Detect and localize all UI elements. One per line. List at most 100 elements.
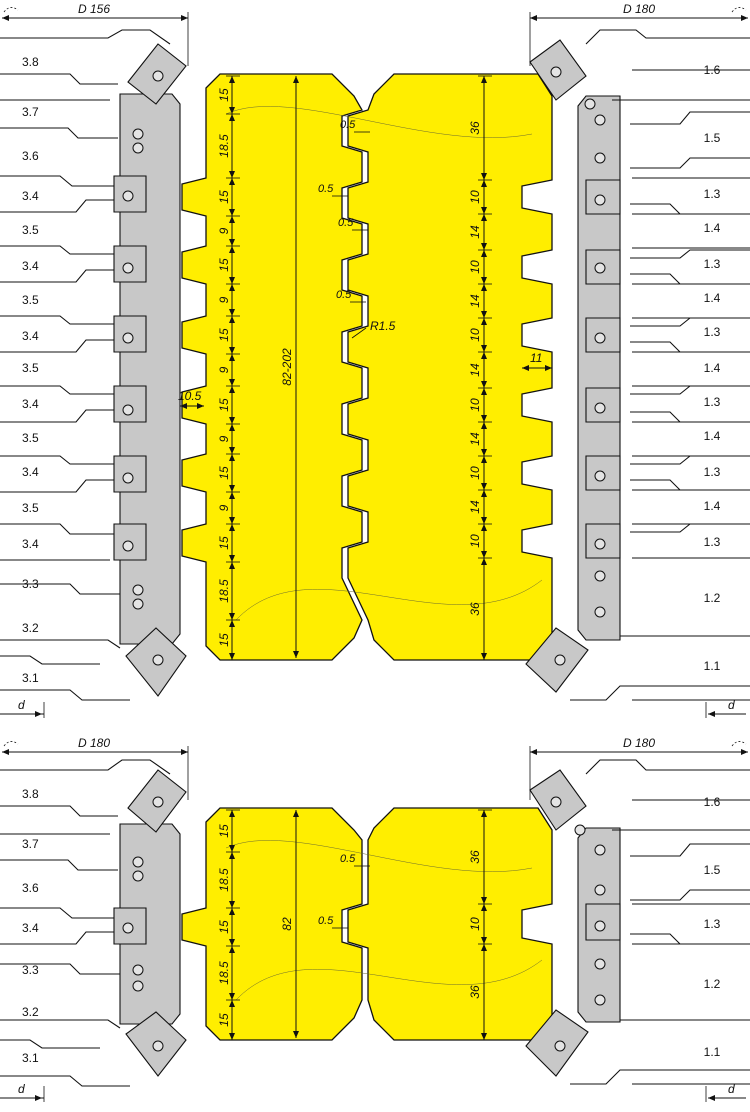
screw-hole bbox=[594, 152, 606, 164]
right-cutter-body bbox=[577, 95, 621, 641]
right-dimension-text: 36 bbox=[468, 985, 482, 999]
right-dimension-text: 10 bbox=[468, 917, 482, 931]
screw-hole bbox=[594, 114, 606, 126]
left-diameter-text: D 156 bbox=[78, 2, 110, 16]
screw-hole bbox=[594, 262, 606, 274]
right-dimension-text: 14 bbox=[468, 500, 482, 514]
tooth-width-text: 10.5 bbox=[178, 389, 202, 403]
left-cutter-label: 3.4 bbox=[22, 259, 39, 273]
screw-hole bbox=[594, 920, 606, 932]
left-dimension-text: 18.5 bbox=[217, 961, 231, 985]
clearance-dimension-text: 0.5 bbox=[340, 119, 356, 131]
left-dimension-text: 15 bbox=[217, 88, 231, 102]
left-dimension-text: 18.5 bbox=[217, 579, 231, 603]
screw-hole bbox=[550, 796, 562, 808]
wood-grain-line bbox=[225, 840, 533, 872]
left-cutter-body bbox=[119, 93, 181, 645]
right-offset-text: d bbox=[728, 698, 735, 712]
clearance-dimension-text: 0.5 bbox=[318, 183, 334, 195]
screw-hole bbox=[594, 844, 606, 856]
screw-hole bbox=[594, 332, 606, 344]
right-dimension-text: 10 bbox=[468, 534, 482, 548]
right-dimension-text: 14 bbox=[468, 432, 482, 446]
right-cutter-label: 1.3 bbox=[704, 917, 721, 931]
left-cutter-label: 3.4 bbox=[22, 921, 39, 935]
screw-hole bbox=[122, 540, 134, 552]
right-cutter-label: 1.2 bbox=[704, 977, 721, 991]
screw-hole bbox=[122, 262, 134, 274]
right-spindle-outline bbox=[570, 759, 750, 1085]
right-cutter-label: 1.3 bbox=[704, 535, 721, 549]
left-cutter-label: 3.4 bbox=[22, 329, 39, 343]
left-diameter-text: D 180 bbox=[78, 736, 110, 750]
left-cutter-label: 3.4 bbox=[22, 189, 39, 203]
left-dimension-text: 9 bbox=[217, 504, 231, 511]
right-cutter-label: 1.4 bbox=[704, 291, 721, 305]
screw-hole bbox=[152, 70, 164, 82]
panel_bottom bbox=[0, 741, 750, 1101]
wood-grain-line bbox=[235, 959, 543, 1001]
right-dimension-text: 36 bbox=[468, 602, 482, 616]
screw-hole bbox=[554, 1040, 566, 1052]
left-dimension-text: 15 bbox=[217, 398, 231, 412]
screw-hole bbox=[122, 472, 134, 484]
screw-hole bbox=[122, 332, 134, 344]
panel_top bbox=[0, 7, 750, 717]
screw-hole bbox=[550, 66, 562, 78]
left-cutter-label: 3.5 bbox=[22, 293, 39, 307]
left-spindle-outline bbox=[0, 759, 171, 1087]
left-cutter-label: 3.6 bbox=[22, 149, 39, 163]
screw-hole bbox=[574, 824, 586, 836]
left-cutter-label: 3.4 bbox=[22, 537, 39, 551]
screw-hole bbox=[594, 538, 606, 550]
wood-grain-line bbox=[225, 106, 533, 138]
left-dimension-text: 18.5 bbox=[217, 134, 231, 158]
screw-hole bbox=[152, 796, 164, 808]
right-dimension-text: 14 bbox=[468, 225, 482, 239]
screw-hole bbox=[554, 654, 566, 666]
left-dimension-text: 9 bbox=[217, 366, 231, 373]
right-dimension-text: 10 bbox=[468, 466, 482, 480]
left-cutter-label: 3.5 bbox=[22, 223, 39, 237]
screw-hole bbox=[584, 98, 596, 110]
left-offset-text: d bbox=[18, 698, 25, 712]
left-dimension-text: 9 bbox=[217, 296, 231, 303]
right-cutter-label: 1.2 bbox=[704, 591, 721, 605]
left-spindle-outline bbox=[0, 29, 171, 701]
left-cutter-label: 3.3 bbox=[22, 963, 39, 977]
right-dimension-text: 10 bbox=[468, 398, 482, 412]
clearance-dimension-text: 0.5 bbox=[336, 289, 352, 301]
screw-hole bbox=[132, 142, 144, 154]
clearance-dimension-text: 0.5 bbox=[338, 217, 354, 229]
screw-hole bbox=[594, 884, 606, 896]
workpiece-left-half bbox=[181, 73, 363, 661]
left-cutter-label: 3.2 bbox=[22, 621, 39, 635]
right-cutter-label: 1.1 bbox=[704, 1045, 721, 1059]
left-knife bbox=[113, 385, 147, 423]
rotation-arrow-icon bbox=[731, 7, 747, 13]
left-cutter-label: 3.4 bbox=[22, 465, 39, 479]
screw-hole bbox=[594, 402, 606, 414]
left-cutter-label: 3.5 bbox=[22, 501, 39, 515]
clearance-dimension-text: 0.5 bbox=[340, 853, 356, 865]
tooth-width-text: 11 bbox=[530, 351, 542, 365]
screw-hole bbox=[594, 194, 606, 206]
screw-hole bbox=[152, 654, 164, 666]
left-dimension-text: 9 bbox=[217, 227, 231, 234]
left-dimension-text: 15 bbox=[217, 190, 231, 204]
left-cutter-label: 3.7 bbox=[22, 837, 39, 851]
right-cutter-label: 1.4 bbox=[704, 429, 721, 443]
left-cutter-label: 3.8 bbox=[22, 55, 39, 69]
workpiece-right-half bbox=[347, 73, 553, 661]
right-dimension-text: 10 bbox=[468, 260, 482, 274]
right-dimension-text: 36 bbox=[468, 121, 482, 135]
screw-hole bbox=[132, 598, 144, 610]
left-dimension-text: 15 bbox=[217, 466, 231, 480]
right-spindle-outline bbox=[570, 29, 750, 701]
left-cutter-label: 3.3 bbox=[22, 577, 39, 591]
rotation-arrow-icon bbox=[3, 741, 19, 747]
right-diameter-text: D 180 bbox=[623, 736, 655, 750]
left-cutter-label: 3.4 bbox=[22, 397, 39, 411]
screw-hole bbox=[132, 856, 144, 868]
